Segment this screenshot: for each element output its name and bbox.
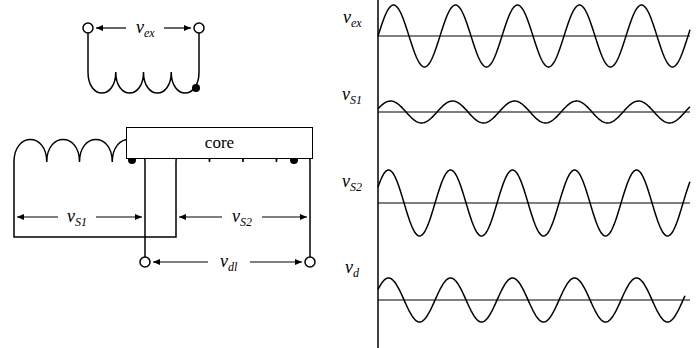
core-box: core <box>126 127 313 159</box>
waveform <box>378 5 690 67</box>
signal-name: vS2 <box>230 207 254 228</box>
signal-name: vex <box>134 18 157 39</box>
waveform <box>378 278 685 322</box>
signal-name: vex <box>341 8 364 29</box>
waveform <box>378 101 690 123</box>
coil-winding <box>88 72 199 93</box>
signal-name: vS2 <box>340 172 364 193</box>
signal-name: vS1 <box>340 85 364 106</box>
signal-name: vd <box>343 258 361 279</box>
waveform <box>378 170 690 236</box>
part-name: core <box>205 133 234 153</box>
signal-name: vS1 <box>65 207 89 228</box>
signal-name: vdl <box>218 252 239 273</box>
